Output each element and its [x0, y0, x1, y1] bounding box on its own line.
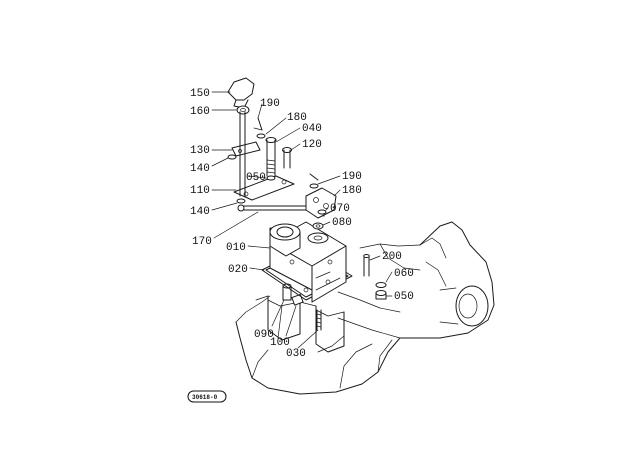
reference-code: 30618-0	[192, 394, 218, 401]
label-140b: 140	[190, 206, 210, 218]
label-080: 080	[332, 217, 352, 229]
label-190b: 190	[342, 171, 362, 183]
label-040: 040	[302, 123, 322, 135]
bolt-120	[282, 147, 292, 169]
stud-200	[363, 254, 370, 277]
bolt-040	[265, 137, 277, 177]
reference-stamp: 30618-0	[187, 390, 227, 403]
washer-050a	[266, 175, 276, 181]
washer-140a	[227, 154, 237, 160]
stud-bolt-030	[316, 309, 322, 331]
key-100	[291, 294, 304, 306]
label-160: 160	[190, 106, 210, 118]
label-200: 200	[382, 251, 402, 263]
label-030: 030	[286, 348, 306, 360]
label-050b: 050	[394, 291, 414, 303]
knob-150	[227, 77, 255, 109]
label-180b: 180	[342, 185, 362, 197]
label-180a: 180	[287, 112, 307, 124]
label-010: 010	[226, 242, 246, 254]
engine-block	[235, 221, 495, 395]
label-070: 070	[330, 203, 350, 215]
leader-lines	[211, 91, 393, 349]
label-110: 110	[190, 185, 210, 197]
label-100: 100	[270, 337, 290, 349]
lever-110	[233, 175, 295, 201]
pin-190a	[253, 117, 263, 131]
spring-070	[317, 209, 327, 215]
washer-180a	[256, 133, 266, 139]
nut-050b	[375, 290, 387, 300]
arm-180b	[305, 187, 337, 219]
label-190a: 190	[260, 98, 280, 110]
nut-160	[236, 105, 250, 115]
lever-130	[231, 141, 261, 157]
washer-140b	[236, 198, 246, 204]
label-120: 120	[302, 139, 322, 151]
label-050a: 050	[246, 172, 266, 184]
pin-190b	[309, 173, 319, 189]
housing-010	[269, 221, 347, 303]
label-060: 060	[394, 268, 414, 280]
label-170: 170	[192, 236, 212, 248]
label-090: 090	[254, 329, 274, 341]
collar-080	[312, 222, 324, 230]
part-labels: 150 160 190 180 040 130 120 140 050 190 …	[190, 88, 414, 360]
label-020: 020	[228, 264, 248, 276]
label-140a: 140	[190, 163, 210, 175]
label-130: 130	[190, 145, 210, 157]
shaft	[239, 111, 246, 197]
label-150: 150	[190, 88, 210, 100]
washer-060	[375, 282, 387, 288]
